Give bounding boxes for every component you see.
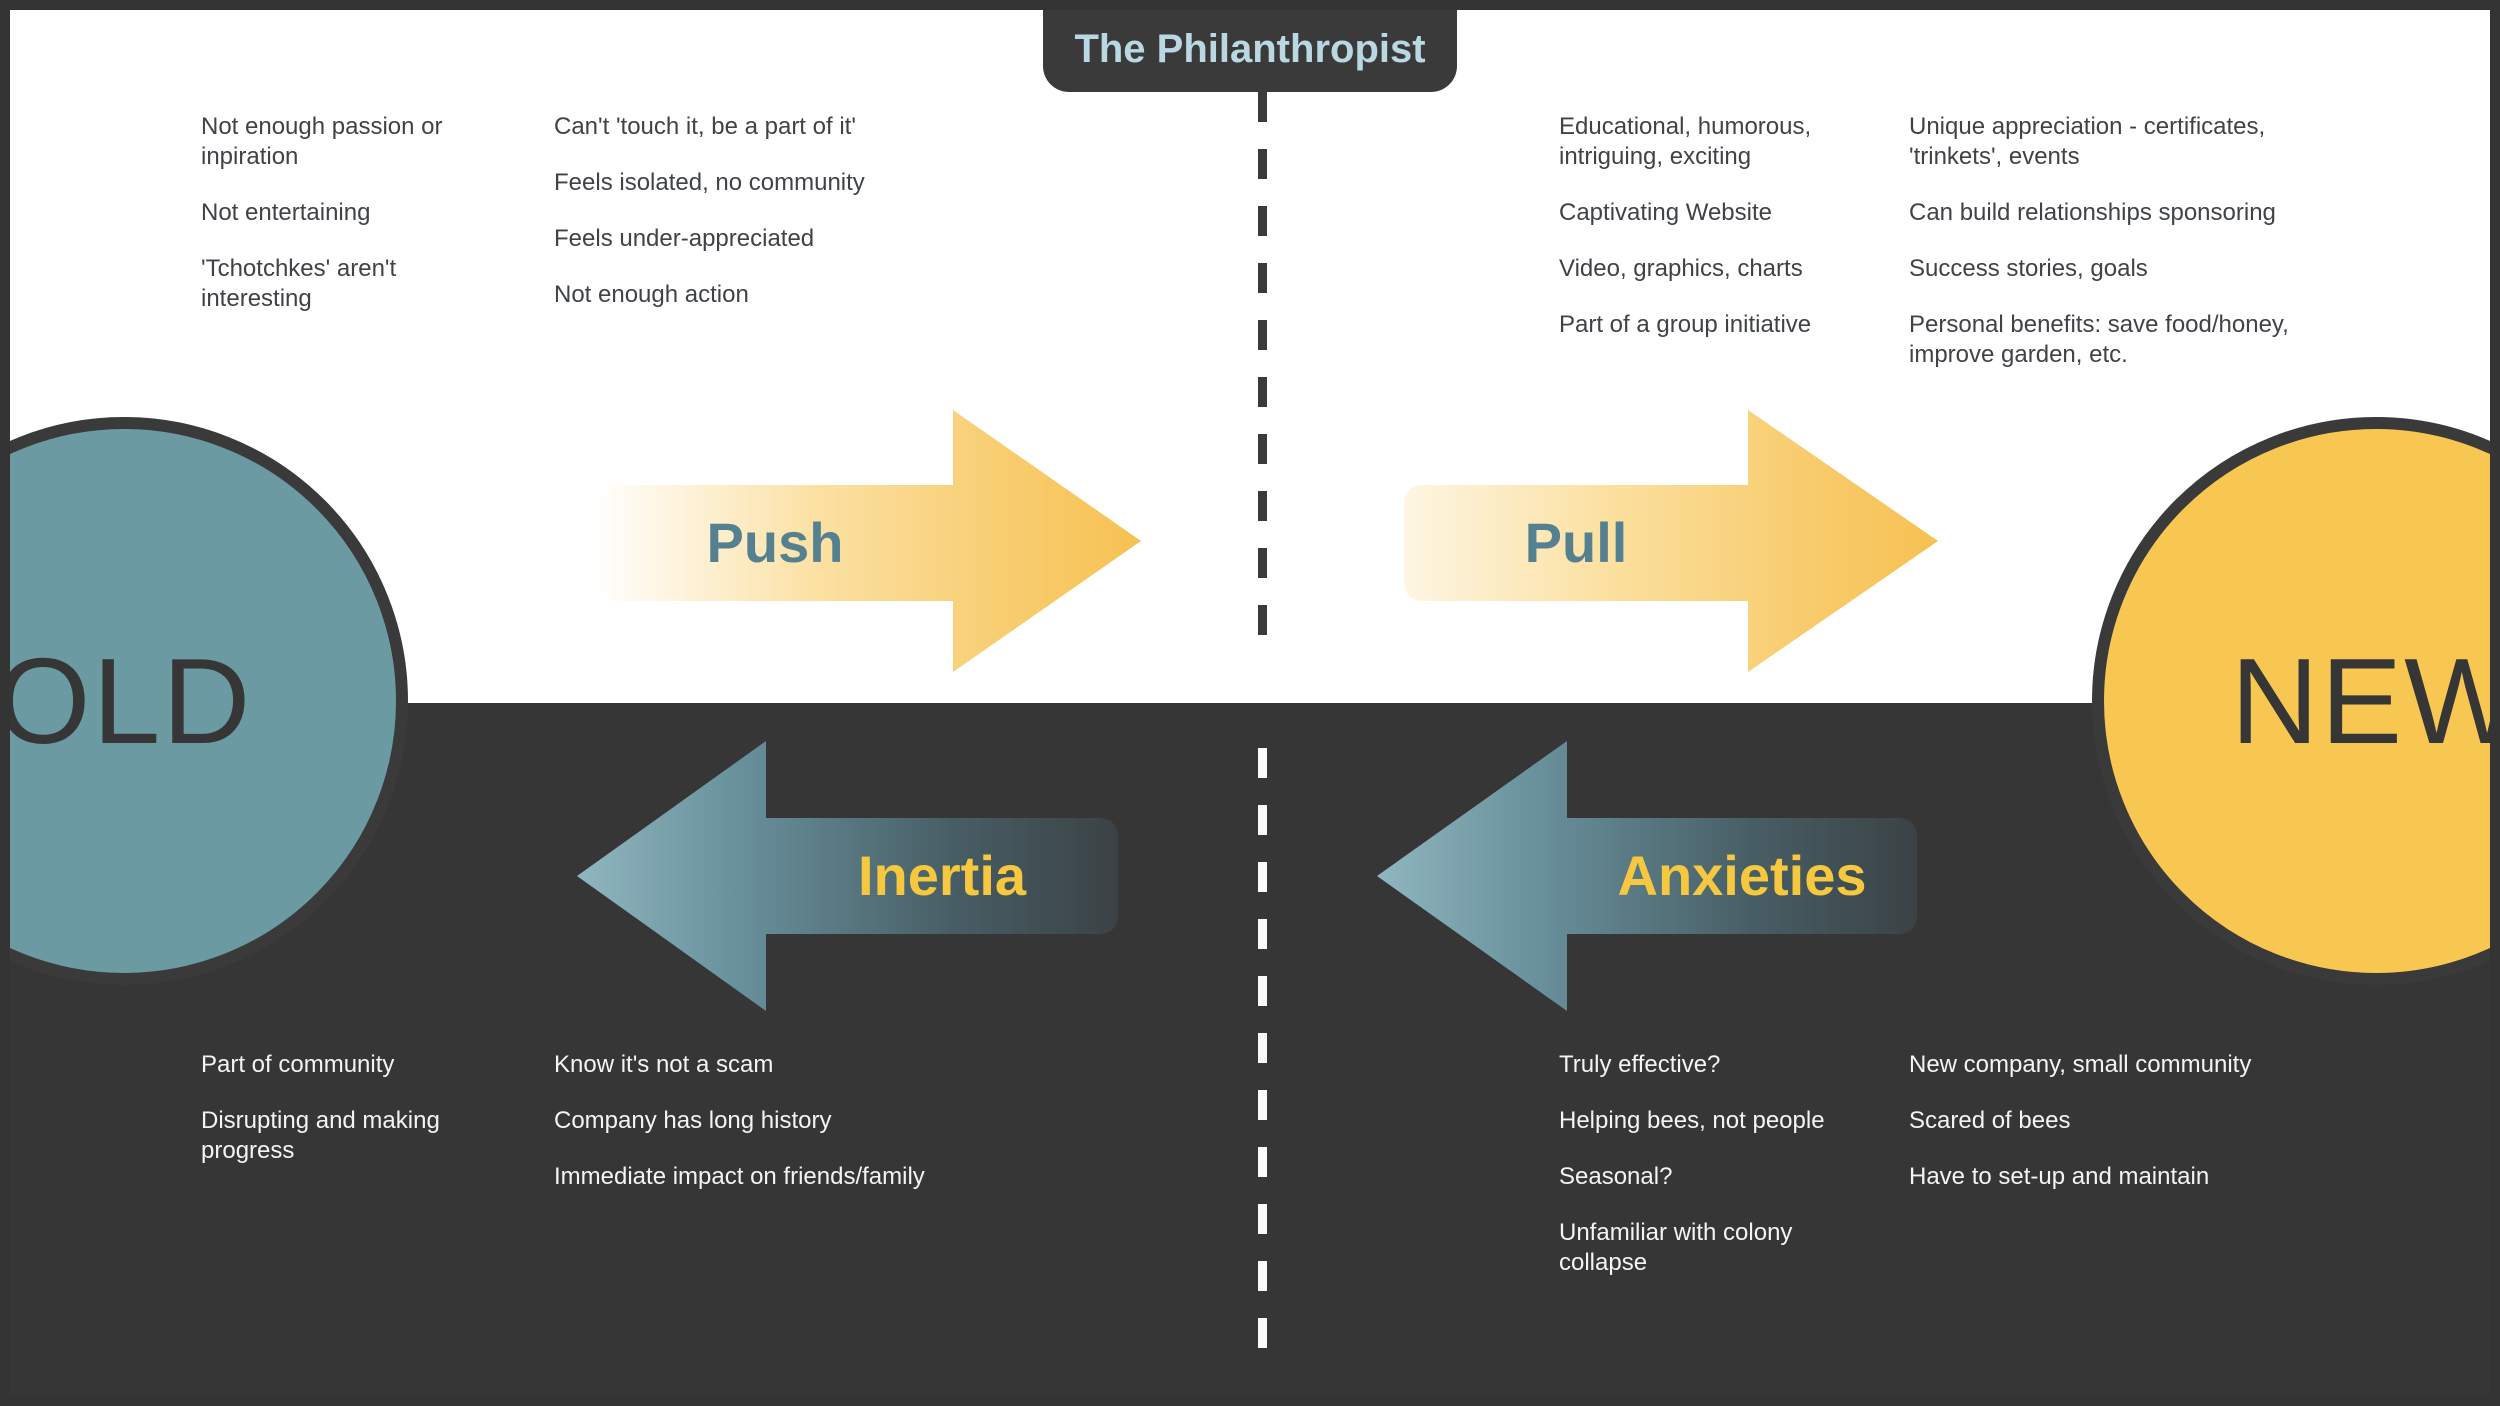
list-item: Helping bees, not people [1559, 1107, 1825, 1134]
list-item: Scared of bees [1909, 1107, 2071, 1134]
list-item: Feels under-appreciated [554, 225, 815, 252]
list-item: Can't 'touch it, be a part of it' [554, 113, 856, 140]
list-item: Not enough action [554, 281, 749, 308]
list-item: Know it's not a scam [554, 1051, 774, 1078]
list-item: 'Tchotchkes' aren't interesting [201, 255, 397, 312]
push-label: Push [706, 511, 844, 574]
old-circle-label: OLD [0, 633, 253, 769]
list-item: Video, graphics, charts [1559, 255, 1803, 282]
list-item: Can build relationships sponsoring [1909, 199, 2276, 226]
push-items-column-2: Can't 'touch it, be a part of it' Feels i… [554, 112, 934, 336]
list-item: Disrupting and making progress [201, 1107, 440, 1164]
anxieties-label: Anxieties [1617, 844, 1867, 907]
list-item: Company has long history [554, 1107, 832, 1134]
list-item: Part of a group initiative [1559, 311, 1812, 338]
list-item: Captivating Website [1559, 199, 1772, 226]
pull-items-column-1: Educational, humorous, intriguing, excit… [1559, 112, 1869, 366]
inertia-label: Inertia [857, 844, 1027, 907]
page-title: The Philanthropist [1074, 26, 1426, 71]
list-item: New company, small community [1909, 1051, 2252, 1078]
new-circle-label: NEW [2230, 633, 2500, 769]
pull-arrow-icon [1404, 410, 1938, 672]
list-item: Have to set-up and maintain [1909, 1163, 2210, 1190]
title-badge: The Philanthropist [1043, 0, 1457, 92]
list-item: Part of community [201, 1051, 395, 1078]
center-divider-top [1258, 92, 1267, 658]
list-item: Seasonal? [1559, 1163, 1673, 1190]
anxieties-arrow-icon [1377, 741, 1917, 1011]
inertia-arrow-icon [577, 741, 1118, 1011]
list-item: Unique appreciation - certificates, 'tri… [1909, 113, 2266, 170]
list-item: Unfamiliar with colony collapse [1559, 1219, 1793, 1276]
anxieties-items-column-1: Truly effective? Helping bees, not people… [1559, 1050, 1869, 1304]
list-item: Success stories, goals [1909, 255, 2148, 282]
pull-items-column-2: Unique appreciation - certificates, 'tri… [1909, 112, 2319, 396]
pull-label: Pull [1524, 511, 1628, 574]
list-item: Not enough passion or inpiration [201, 113, 443, 170]
old-world-background [10, 10, 2490, 703]
list-item: Personal benefits: save food/honey, impr… [1909, 311, 2289, 368]
list-item: Feels isolated, no community [554, 169, 865, 196]
list-item: Truly effective? [1559, 1051, 1721, 1078]
list-item: Educational, humorous, intriguing, excit… [1559, 113, 1812, 170]
push-arrow-icon [595, 410, 1141, 672]
list-item: Not entertaining [201, 199, 371, 226]
list-item: Immediate impact on friends/family [554, 1163, 925, 1190]
center-divider-bottom [1258, 748, 1267, 1362]
